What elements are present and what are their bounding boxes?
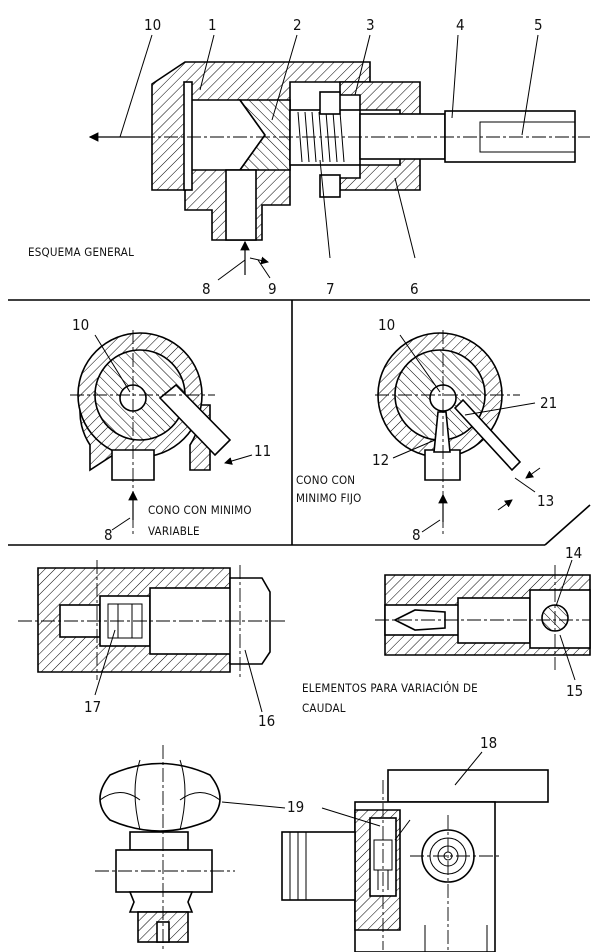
callout-7: 7 bbox=[326, 280, 335, 298]
caption-general: ESQUEMA GENERAL bbox=[28, 245, 134, 259]
callout-18: 18 bbox=[480, 734, 497, 752]
callout-8-variable: 8 bbox=[104, 526, 113, 544]
caption-fixed-line1: CONO CON bbox=[296, 473, 355, 487]
callout-5: 5 bbox=[534, 16, 543, 34]
caption-flow-line1: ELEMENTOS PARA VARIACIÓN DE bbox=[302, 680, 478, 695]
callout-11: 11 bbox=[254, 442, 271, 460]
callout-12: 12 bbox=[372, 451, 389, 469]
callout-10-fixed: 10 bbox=[378, 316, 395, 334]
bottom-details: 19 18 bbox=[95, 734, 549, 952]
caption-variable-line1: CONO CON MINIMO bbox=[148, 503, 252, 517]
callout-8-fixed: 8 bbox=[412, 526, 421, 544]
callout-13: 13 bbox=[537, 492, 554, 510]
callout-6: 6 bbox=[410, 280, 419, 298]
callout-15: 15 bbox=[566, 682, 583, 700]
fixed-min-cone: 10 21 12 13 8 CONO CON MINIMO FIJO bbox=[296, 316, 557, 544]
callout-14: 14 bbox=[565, 544, 582, 562]
caption-variable-line2: VARIABLE bbox=[148, 524, 200, 538]
callout-8: 8 bbox=[202, 280, 211, 298]
callout-9: 9 bbox=[268, 280, 277, 298]
variable-min-cone: 10 11 8 CONO CON MINIMO VARIABLE bbox=[70, 316, 271, 544]
callout-10-variable: 10 bbox=[72, 316, 89, 334]
flow-variation-elements: 17 16 14 15 ELEMENTOS PARA VARIACIÓN DE … bbox=[18, 544, 591, 730]
callout-16: 16 bbox=[258, 712, 275, 730]
callout-21: 21 bbox=[540, 394, 557, 412]
caption-fixed-line2: MINIMO FIJO bbox=[296, 491, 362, 505]
callout-1: 1 bbox=[208, 16, 217, 34]
callout-10: 10 bbox=[144, 16, 161, 34]
caption-flow-line2: CAUDAL bbox=[302, 701, 346, 715]
callout-3: 3 bbox=[366, 16, 375, 34]
callout-2: 2 bbox=[293, 16, 302, 34]
callout-4: 4 bbox=[456, 16, 465, 34]
separator-2-slant bbox=[544, 504, 591, 546]
callout-19: 19 bbox=[287, 798, 304, 816]
callout-17: 17 bbox=[84, 698, 101, 716]
general-scheme: 10 1 2 3 4 5 6 7 8 9 ESQUEMA GENERAL bbox=[28, 16, 590, 298]
